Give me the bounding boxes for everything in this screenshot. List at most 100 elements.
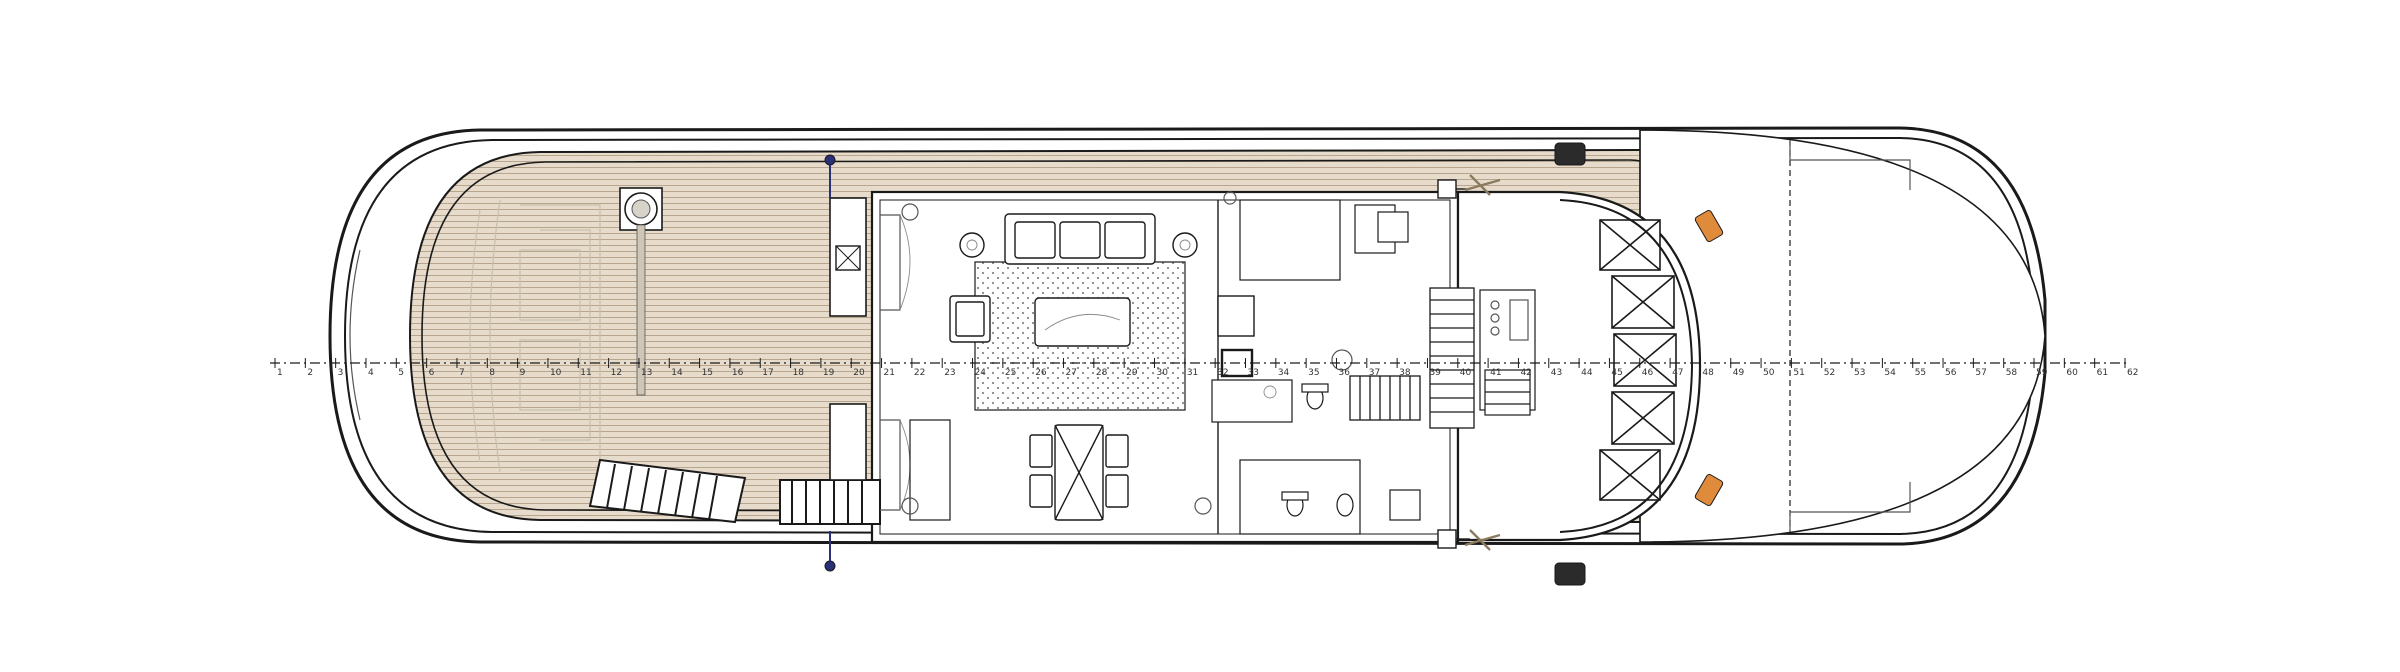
- centerline-tick-label: 34: [1278, 368, 1290, 378]
- centerline-tick-label: 11: [580, 368, 591, 378]
- centerline-tick-label: 35: [1308, 368, 1319, 378]
- centerline-tick-label: 7: [459, 368, 465, 378]
- toilet-icon: [1281, 491, 1309, 517]
- centerline-tick-label: 10: [550, 368, 562, 378]
- centerline-tick-label: 5: [398, 368, 404, 378]
- aft-locker-bottom: [829, 403, 867, 481]
- centerline-tick-label: 26: [1035, 368, 1047, 378]
- centerline-tick-label: 37: [1369, 368, 1380, 378]
- staircase-icon: [588, 458, 747, 524]
- centerline-tick-label: 62: [2127, 368, 2138, 378]
- centerline-tick-label: 31: [1187, 368, 1198, 378]
- anchor-winch-icon: [1437, 529, 1470, 549]
- bow-bracket-top: [1789, 140, 1911, 190]
- centerline-tick-label: 16: [732, 368, 744, 378]
- centerline-tick-label: 1: [277, 368, 283, 378]
- centerline-tick-label: 19: [823, 368, 835, 378]
- bow-foredeck: [1639, 129, 2046, 543]
- side-table: [959, 232, 985, 258]
- centerline-tick-label: 21: [884, 368, 895, 378]
- centerline-tick-label: 14: [671, 368, 683, 378]
- galley-fridge: [1217, 295, 1255, 337]
- dining-sideboard: [909, 419, 951, 521]
- dining-table-icon: [1029, 424, 1129, 521]
- helm-seat-stairs: [1484, 369, 1531, 416]
- coffee-table: [1034, 297, 1131, 347]
- centerline-tick-label: 24: [975, 368, 987, 378]
- stern-mast-rail: [636, 224, 646, 396]
- centerline-tick-label: 55: [1915, 368, 1926, 378]
- toilet-icon: [1336, 493, 1354, 517]
- centerline-tick-label: 50: [1763, 368, 1775, 378]
- cabin-chair-bottom: [1389, 489, 1421, 521]
- cleat-icon: [1464, 174, 1501, 196]
- centerline-tick-label: 54: [1884, 368, 1896, 378]
- centerline-tick-label: 44: [1581, 368, 1593, 378]
- side-table: [1172, 232, 1198, 258]
- centerline-tick-label: 57: [1975, 368, 1986, 378]
- centerline-tick-label: 30: [1157, 368, 1169, 378]
- centerline-tick-label: 60: [2066, 368, 2078, 378]
- fender-icon-orange: [1694, 473, 1724, 507]
- centerline-tick-label: 23: [944, 368, 955, 378]
- toilet-icon: [1301, 383, 1329, 410]
- centerline-tick-label: 29: [1126, 368, 1138, 378]
- galley-sink-block: [1211, 379, 1293, 423]
- fender-icon: [1554, 562, 1586, 586]
- centerline-tick-label: 4: [368, 368, 374, 378]
- centerline-tick-label: 56: [1945, 368, 1957, 378]
- centerline-tick-label: 45: [1611, 368, 1622, 378]
- centerline-tick-label: 32: [1217, 368, 1228, 378]
- fender-icon-orange: [1694, 209, 1724, 243]
- bow-bracket-bottom: [1789, 482, 1911, 532]
- centerline-tick-label: 58: [2006, 368, 2018, 378]
- staircase-icon: [1349, 375, 1421, 421]
- centerline-tick-label: 2: [307, 368, 313, 378]
- sofa-icon: [1004, 213, 1156, 265]
- window-bank-frame: [1559, 199, 1694, 533]
- centerline-tick-label: 36: [1338, 368, 1350, 378]
- stern-fitting-icon: [824, 560, 836, 572]
- centerline-tick-label: 41: [1490, 368, 1501, 378]
- centerline-tick-label: 59: [2036, 368, 2048, 378]
- centerline-tick-label: 46: [1642, 368, 1654, 378]
- centerline-tick-label: 28: [1096, 368, 1108, 378]
- centerline-tick-label: 6: [429, 368, 435, 378]
- centerline-tick-label: 25: [1005, 368, 1016, 378]
- aft-door-top: [880, 214, 901, 311]
- galley-counter-top: [1239, 199, 1341, 281]
- stern-fitting-icon: [824, 154, 836, 166]
- centerline-tick-label: 61: [2097, 368, 2108, 378]
- window-bank: [1599, 219, 1677, 501]
- centerline-tick-label: 17: [762, 368, 773, 378]
- centerline-tick-label: 49: [1733, 368, 1745, 378]
- centerline-tick-label: 53: [1854, 368, 1865, 378]
- stern-rub-line: [349, 249, 361, 421]
- fender-icon: [1554, 142, 1586, 166]
- centerline-tick-label: 39: [1429, 368, 1441, 378]
- stern-seating-ghost: [469, 199, 601, 473]
- centerline-tick-label: 22: [914, 368, 925, 378]
- centerline-tick-label: 13: [641, 368, 652, 378]
- centerline-tick-label: 18: [793, 368, 805, 378]
- centerline-tick-label: 12: [611, 368, 622, 378]
- centerline-tick-label: 15: [702, 368, 713, 378]
- centerline-tick-label: 52: [1824, 368, 1835, 378]
- centerline-tick-label: 8: [489, 368, 495, 378]
- centerline-tick-label: 20: [853, 368, 865, 378]
- staircase-icon: [779, 479, 881, 525]
- centerline-tick-label: 48: [1702, 368, 1714, 378]
- centerline-tick-label: 40: [1460, 368, 1472, 378]
- cleat-icon: [1464, 529, 1501, 551]
- centerline-tick-label: 33: [1247, 368, 1258, 378]
- aft-door-bottom: [880, 419, 901, 511]
- centerline-tick-label: 47: [1672, 368, 1683, 378]
- centerline-tick-label: 3: [338, 368, 344, 378]
- centerline-tick-label: 9: [520, 368, 526, 378]
- staircase-icon: [1429, 287, 1475, 429]
- cabin-chair-top: [1377, 211, 1409, 243]
- centerline-tick-label: 27: [1066, 368, 1077, 378]
